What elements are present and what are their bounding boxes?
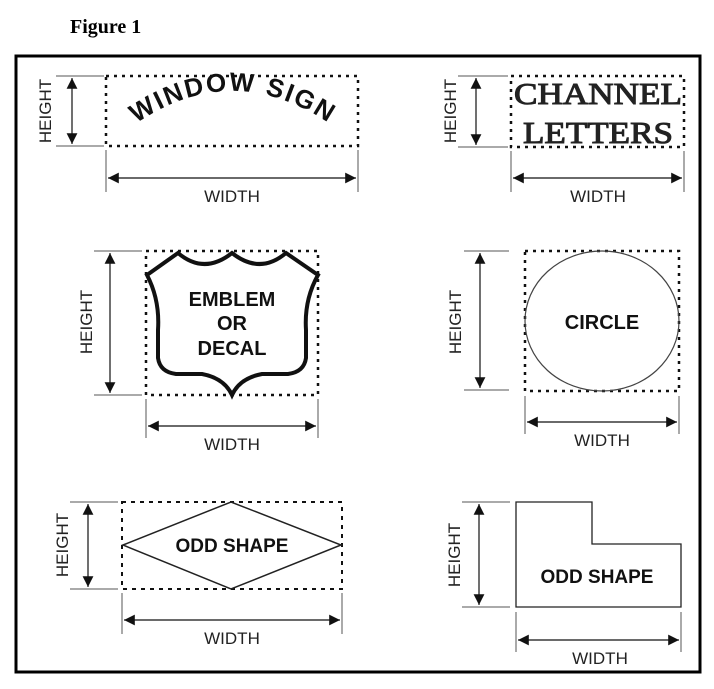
panel-diamond: HEIGHT WIDTH ODD SHAPE [53,501,344,648]
sign-text: ODD SHAPE [541,567,654,588]
panel-window-sign: HEIGHT WIDTH WINDOW SIGN [36,66,360,206]
panel-emblem: HEIGHT WIDTH EMBLEM OR DECAL [77,249,321,454]
panel-l-shape: HEIGHT WIDTH ODD SHAPE [445,501,682,668]
figure-title: Figure 1 [70,16,142,38]
width-label: WIDTH [570,187,626,206]
width-label: WIDTH [574,431,630,450]
height-label: HEIGHT [36,79,55,143]
sign-text: CIRCLE [565,312,639,334]
sign-text-line3: DECAL [198,338,267,360]
sign-text: ODD SHAPE [176,536,289,557]
width-label: WIDTH [204,629,260,648]
panel-circle: HEIGHT WIDTH CIRCLE [446,249,681,450]
height-label: HEIGHT [53,513,72,577]
width-label: WIDTH [572,649,628,668]
height-label: HEIGHT [446,290,465,354]
figure-frame [14,54,702,674]
sign-text-line1: CHANNEL [514,76,682,111]
shield-shape [144,250,321,400]
l-shape [515,501,682,608]
height-label: HEIGHT [445,523,464,587]
diamond-shape [120,501,344,590]
bounding-box [509,74,686,149]
width-label: WIDTH [204,435,260,454]
circle-shape [524,250,680,392]
height-label: HEIGHT [441,79,460,143]
panel-channel-letters: HEIGHT WIDTH CHANNEL LETTERS [441,74,686,206]
sign-text-line2: LETTERS [523,115,673,150]
width-label: WIDTH [204,187,260,206]
sign-text-line1: EMBLEM [189,289,276,311]
bounding-box [104,74,360,148]
sign-text-line2: OR [217,313,248,335]
height-label: HEIGHT [77,290,96,354]
